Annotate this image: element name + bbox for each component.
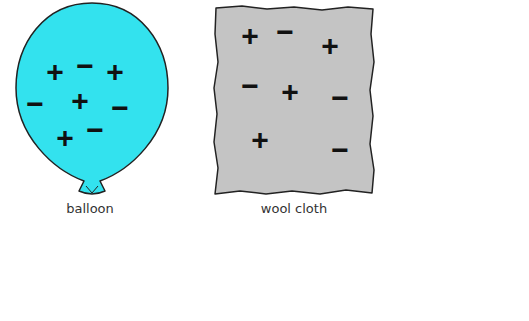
cloth-body — [214, 6, 374, 194]
charge-sign: + — [46, 57, 64, 87]
balloon-body — [16, 3, 168, 194]
cloth-figure: +−+−+−+−wool cloth — [212, 4, 377, 197]
charge-sign: + — [251, 125, 269, 155]
balloon-knot — [86, 186, 98, 193]
balloon-figure: +−+−+−+−balloon — [12, 0, 172, 200]
charge-sign: + — [281, 77, 299, 107]
object-label: wool cloth — [261, 202, 327, 216]
charge-sign: + — [71, 86, 89, 116]
object-label: balloon — [66, 202, 114, 216]
charge-sign: − — [276, 17, 294, 47]
charge-sign: − — [331, 135, 349, 165]
charge-sign: + — [56, 123, 74, 153]
charge-sign: − — [111, 93, 129, 123]
charge-sign: + — [241, 21, 259, 51]
charge-sign: − — [241, 71, 259, 101]
charge-sign: − — [331, 83, 349, 113]
charge-sign: − — [76, 51, 94, 81]
charge-sign: − — [26, 89, 44, 119]
charge-sign: + — [321, 31, 339, 61]
charge-sign: + — [106, 57, 124, 87]
charge-sign: − — [86, 115, 104, 145]
